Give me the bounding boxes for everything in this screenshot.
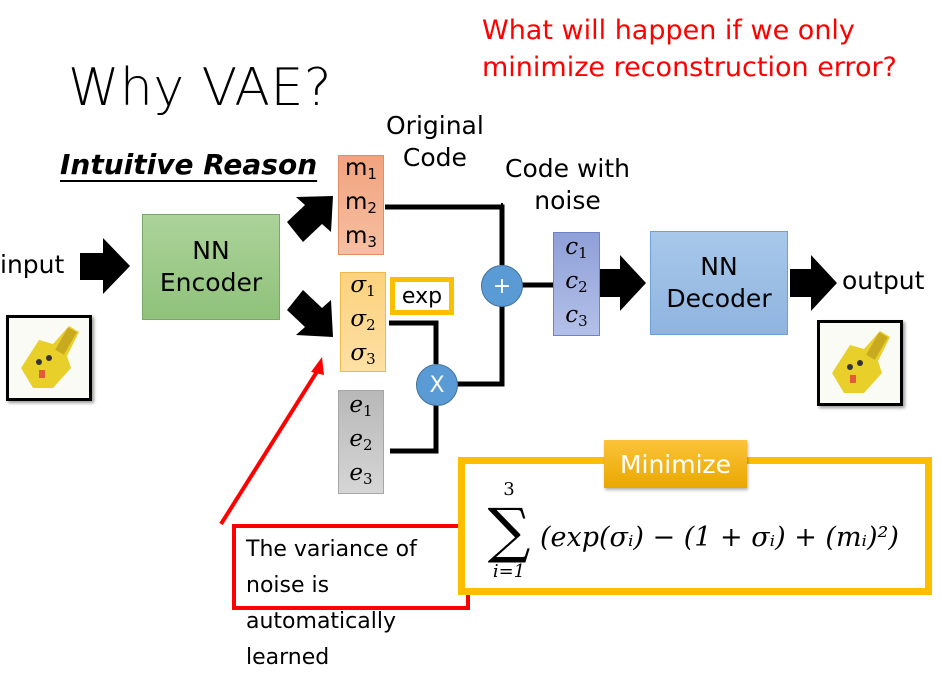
plus-operator: + [481,265,523,307]
code-element: c3 [565,302,588,330]
noise-element: e3 [349,460,373,488]
encoder-to-sigma-arrow [287,290,333,337]
subtitle-intuitive-reason: Intuitive Reason [60,148,318,181]
code-to-decoder-arrow [597,255,646,311]
pikachu-icon [21,326,79,388]
original-code-label: Original Code [386,111,484,172]
decoder-line1: NN [700,252,738,281]
code-element: c1 [565,234,588,262]
decoder-line2: Decoder [666,284,772,313]
minimize-badge: Minimize [604,440,747,488]
exp-op-box: exp [390,277,454,315]
encoder-line2: Encoder [159,268,263,297]
code-with-noise-label: Code with noise [505,154,630,215]
encoder-to-mean-arrow [287,196,333,242]
sigma-to-times-line [389,320,439,364]
noise-element: e1 [349,392,373,420]
noise-vector: e1 e2 e3 [338,390,384,494]
objective-expression: (exp(σᵢ) − (1 + σᵢ) + (mᵢ)²) [540,522,899,553]
sigma-vector: σ1 σ2 σ3 [340,272,386,372]
output-label: output [842,266,925,295]
output-arrow [790,255,837,311]
mean-vector: m1 m2 m3 [338,155,384,255]
sum-symbol: ∑ [487,496,531,566]
encoder-line1: NN [192,236,230,265]
slide-title: Why VAE? [68,58,332,118]
sigma-element: σ2 [350,306,376,334]
multiply-operator: X [416,364,458,406]
callout-line1: The variance of noise is [246,537,417,598]
input-arrow [80,238,130,294]
callout-pointer-line [219,368,320,526]
sigma-element: σ1 [350,272,376,300]
sigma-element: σ3 [350,340,376,368]
variance-callout: The variance of noise is automatically l… [232,524,470,670]
mean-element: m1 [345,155,377,183]
noise-element: e2 [349,426,373,454]
noise-to-times-line [390,404,439,454]
pikachu-icon [832,331,890,393]
input-image [6,315,92,401]
summation: 3 ∑ i=1 [476,480,542,600]
mean-element: m3 [345,223,377,251]
question-text: What will happen if we only minimize rec… [482,15,897,83]
times-to-plus-line [456,305,505,387]
code-element: c2 [565,268,588,296]
nn-encoder: NN Encoder [142,214,280,320]
output-image [817,320,903,406]
mean-to-plus-line [385,204,505,265]
input-label: input [0,250,65,279]
sum-upper-bound: 3 [503,479,515,500]
sum-lower-bound: i=1 [492,561,526,582]
diagram-connectors [80,196,837,526]
mean-element: m2 [345,189,377,217]
callout-line2: automatically learned [246,609,396,670]
nn-decoder: NN Decoder [650,231,788,335]
noisy-code-vector: c1 c2 c3 [553,232,600,336]
